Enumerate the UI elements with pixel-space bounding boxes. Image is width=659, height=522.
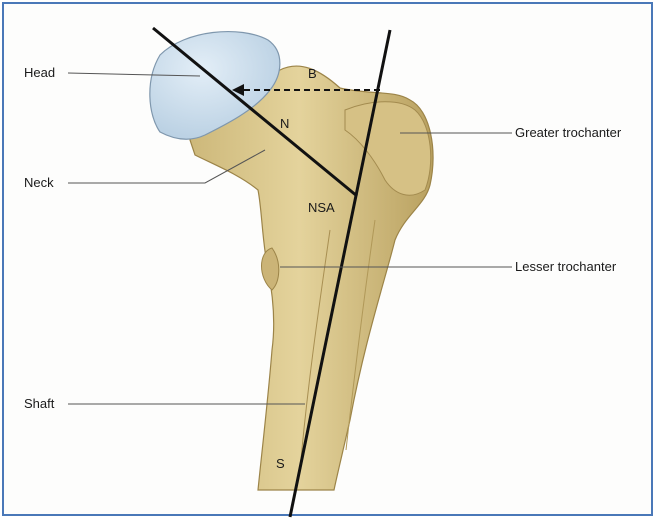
marker-b: B [308, 66, 317, 81]
label-greater-trochanter: Greater trochanter [515, 125, 621, 140]
label-lesser-trochanter: Lesser trochanter [515, 259, 616, 274]
marker-n: N [280, 116, 289, 131]
marker-s: S [276, 456, 285, 471]
label-shaft: Shaft [24, 396, 54, 411]
label-head: Head [24, 65, 55, 80]
label-neck: Neck [24, 175, 54, 190]
marker-nsa: NSA [308, 200, 335, 215]
